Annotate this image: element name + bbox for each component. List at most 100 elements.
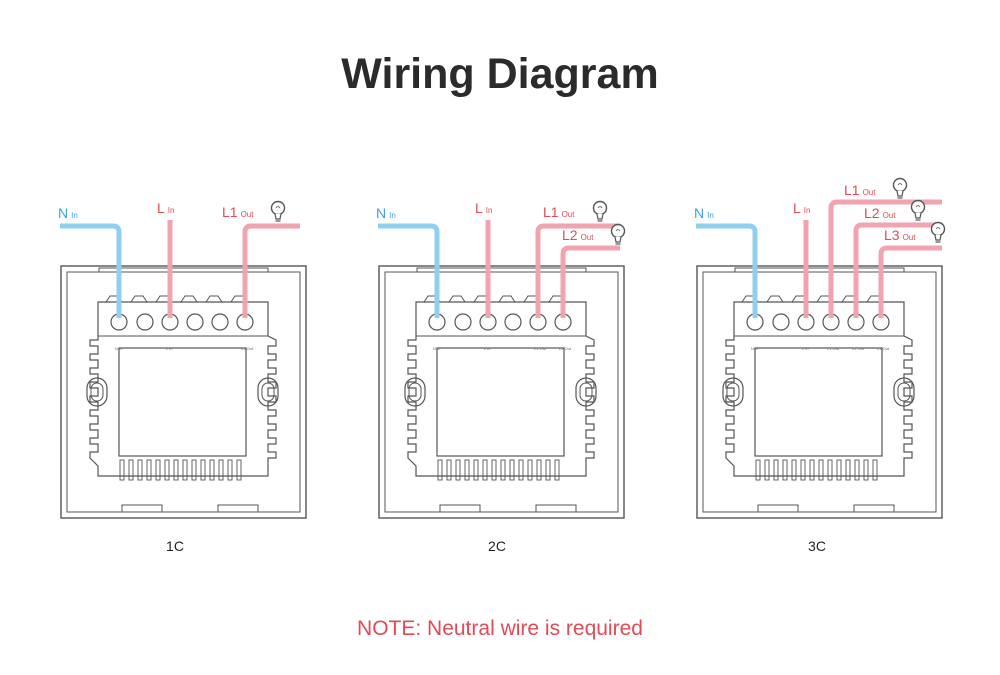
bottom-fin: [173, 459, 179, 481]
bottom-fin: [464, 459, 470, 481]
bottom-fin: [209, 459, 215, 481]
note-text: NOTE: Neutral wire is required: [357, 617, 643, 640]
bottom-fin: [818, 459, 824, 481]
screw-slot-left: [86, 377, 108, 407]
caption-2c: 2C: [488, 538, 506, 554]
terminal-label: L2 Out: [559, 346, 572, 351]
terminal-label: L In: [484, 346, 491, 351]
bottom-fin: [845, 459, 851, 481]
bottom-fin: [827, 459, 833, 481]
terminal-block: [733, 301, 905, 337]
terminal-screw: [772, 313, 790, 331]
terminal-ridge: [448, 295, 466, 303]
bottom-fin: [872, 459, 878, 481]
terminal-label: L2 Out: [852, 346, 865, 351]
live-out-wire-3: [878, 245, 942, 318]
bottom-fin: [191, 459, 197, 481]
terminal-ridge: [180, 295, 198, 303]
bottom-fin: [164, 459, 170, 481]
terminal-block: [97, 301, 269, 337]
bottom-fin: [518, 459, 524, 481]
bulb-icon: [930, 221, 946, 243]
bottom-fin: [545, 459, 551, 481]
plate-inner-edge: [702, 271, 937, 513]
bottom-fin: [800, 459, 806, 481]
bottom-fin: [509, 459, 515, 481]
bottom-tab-right: [217, 504, 259, 513]
page-title: Wiring Diagram: [341, 50, 659, 98]
top-tab: [98, 267, 269, 272]
bottom-tab-right: [853, 504, 895, 513]
terminal-screw: [136, 313, 154, 331]
bottom-fin: [236, 459, 242, 481]
bulb-icon: [910, 199, 926, 221]
screw-slot-right-inner: [261, 382, 275, 402]
top-tab: [416, 267, 587, 272]
plate-inner-edge: [66, 271, 301, 513]
screw-slot-left-inner: [726, 382, 740, 402]
terminal-label: L In: [166, 346, 173, 351]
bottom-fin: [200, 459, 206, 481]
bottom-fin: [554, 459, 560, 481]
terminal-screw: [504, 313, 522, 331]
bottom-tab-left: [439, 504, 481, 513]
terminal-label: L3 Out: [877, 346, 890, 351]
terminal-label: N In: [751, 346, 758, 351]
terminal-label: L1 Out: [534, 346, 547, 351]
terminal-screw: [186, 313, 204, 331]
bottom-fin: [155, 459, 161, 481]
terminal-screw: [454, 313, 472, 331]
bottom-fin: [146, 459, 152, 481]
bottom-fin: [482, 459, 488, 481]
neutral-wire: [378, 223, 440, 318]
bottom-fin: [137, 459, 143, 481]
live-out-wire-1: [242, 223, 300, 318]
bulb-icon: [270, 200, 286, 222]
screw-slot-left-inner: [90, 382, 104, 402]
inner-window: [436, 347, 565, 457]
live-out-wire-1: [828, 199, 942, 318]
terminal-screw: [211, 313, 229, 331]
bottom-fin: [227, 459, 233, 481]
bottom-fin: [500, 459, 506, 481]
bottom-tab-left: [121, 504, 163, 513]
bottom-fin: [854, 459, 860, 481]
neutral-wire: [60, 223, 122, 318]
bulb-icon: [592, 200, 608, 222]
terminal-label: L1 Out: [241, 346, 254, 351]
terminal-ridge: [205, 295, 223, 303]
bottom-fin: [182, 459, 188, 481]
bottom-fin: [755, 459, 761, 481]
live-out-wire-1: [535, 223, 620, 318]
plate-inner-edge: [384, 271, 619, 513]
bottom-fin: [836, 459, 842, 481]
neutral-wire: [696, 223, 758, 318]
screw-slot-right: [257, 377, 279, 407]
bottom-fin: [791, 459, 797, 481]
bottom-fin: [128, 459, 134, 481]
bottom-tab-left: [757, 504, 799, 513]
caption-1c: 1C: [166, 538, 184, 554]
screw-slot-left: [404, 377, 426, 407]
bulb-icon: [892, 177, 908, 199]
bottom-tab-right: [535, 504, 577, 513]
bottom-fin: [491, 459, 497, 481]
screw-slot-right-inner: [897, 382, 911, 402]
top-tab: [734, 267, 905, 272]
bottom-fin: [764, 459, 770, 481]
terminal-label: L In: [802, 346, 809, 351]
terminal-block: [415, 301, 587, 337]
bottom-fin: [455, 459, 461, 481]
bulb-icon: [610, 223, 626, 245]
bottom-fin: [218, 459, 224, 481]
